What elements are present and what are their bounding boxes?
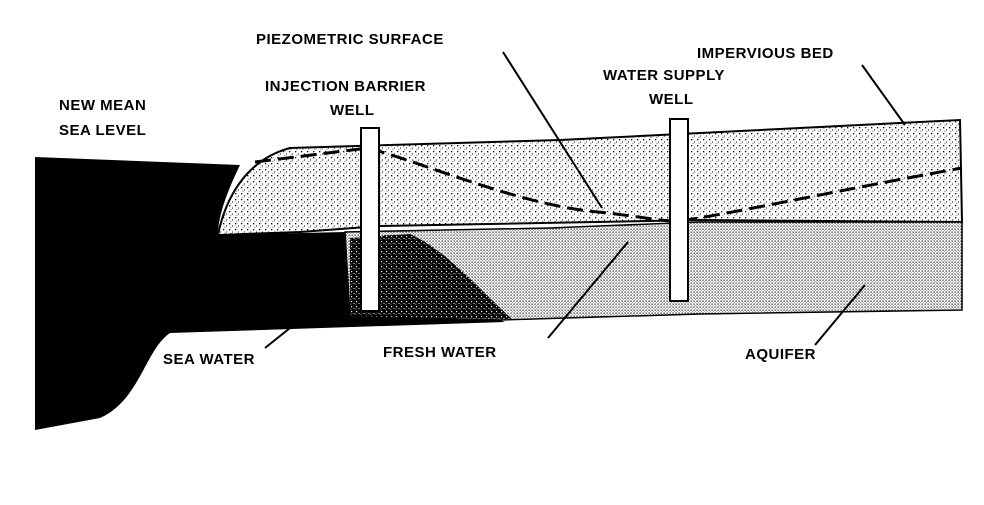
label-aquifer: AQUIFER xyxy=(745,346,816,363)
label-piezometric-surface: PIEZOMETRIC SURFACE xyxy=(256,31,444,48)
leader-piezometric xyxy=(502,51,603,209)
mixing-zone xyxy=(350,234,512,319)
label-sea-level-line2: SEA LEVEL xyxy=(59,122,146,139)
label-sea-level-line1: NEW MEAN xyxy=(59,97,146,114)
label-sea-water: SEA WATER xyxy=(163,351,255,368)
impervious-bed-layer xyxy=(216,118,964,237)
sea-water-mass xyxy=(35,157,505,430)
leader-impervious-bed xyxy=(861,64,906,126)
label-fresh-water: FRESH WATER xyxy=(383,344,497,361)
leader-sea-water xyxy=(264,327,291,349)
label-injection-barrier-line1: INJECTION BARRIER xyxy=(265,78,426,95)
leader-fresh-water xyxy=(547,241,629,339)
injection-barrier-well xyxy=(360,127,380,312)
leader-lines xyxy=(264,51,906,349)
piezometric-surface-line xyxy=(254,146,963,223)
label-impervious-bed: IMPERVIOUS BED xyxy=(697,45,834,62)
label-injection-barrier-line2: WELL xyxy=(330,102,375,119)
leader-aquifer xyxy=(814,284,866,346)
label-water-supply-line1: WATER SUPPLY xyxy=(603,67,725,84)
water-supply-well xyxy=(669,118,689,302)
label-water-supply-line2: WELL xyxy=(649,91,694,108)
